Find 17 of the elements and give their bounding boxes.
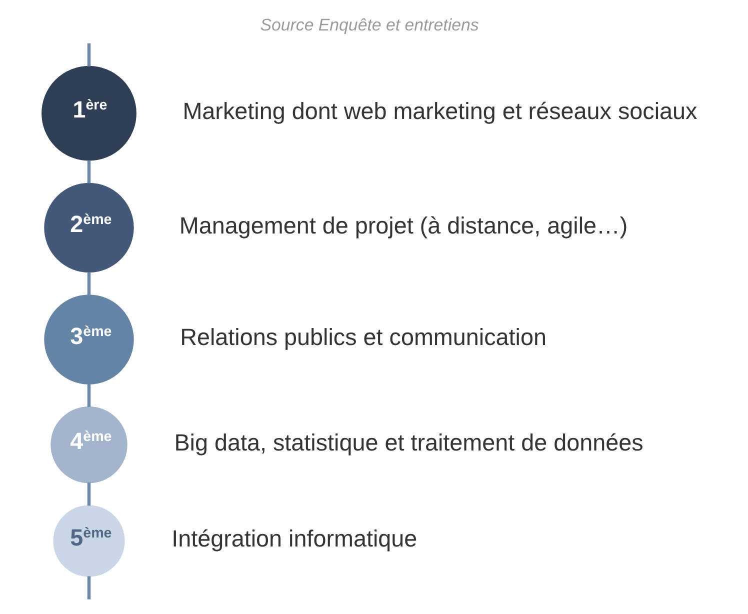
node-label: Management de projet (à distance, agile…) [179, 212, 628, 238]
node-label: Relations publics et communication [180, 324, 546, 350]
connector [87, 384, 91, 407]
connector [87, 482, 91, 506]
caption: Source Enquête et entretiens [260, 16, 479, 35]
node-label: Intégration informatique [172, 526, 418, 552]
connector [87, 272, 91, 295]
node-label: Big data, statistique et traitement de données [174, 430, 644, 456]
connector [87, 43, 91, 66]
node-circle: 3$^{ème}$ [44, 294, 134, 384]
connector [87, 576, 91, 600]
node-circle: 1$^{ère}$ [42, 66, 136, 161]
node-label: Marketing dont web marketing et réseaux sociaux [182, 98, 698, 124]
node-circle: 2$^{ème}$ [44, 182, 134, 273]
node-circle: 4$^{ème}$ [50, 406, 128, 484]
connector [87, 160, 91, 184]
node-circle: 5$^{ème}$ [53, 505, 125, 577]
